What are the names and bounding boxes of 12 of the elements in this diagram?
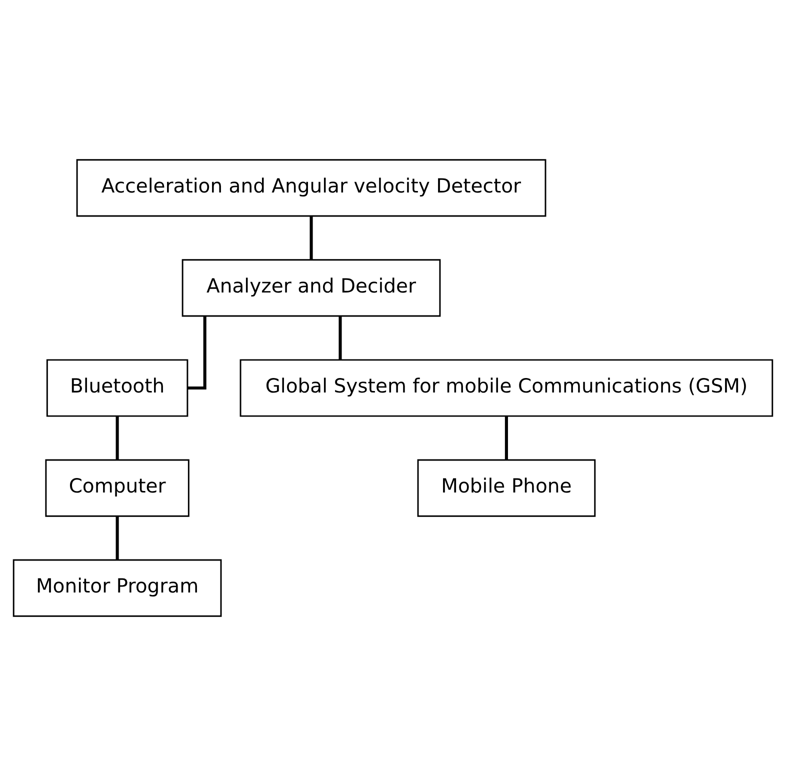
connector: [504, 416, 508, 460]
connector: [116, 416, 119, 460]
node-box: Computer: [45, 458, 190, 516]
node-box: Monitor Program: [12, 558, 222, 616]
node-box: Analyzer and Decider: [182, 258, 441, 316]
connector: [116, 516, 119, 560]
connector: [338, 316, 342, 360]
node-box: Global System for mobile Communications (GSM): [240, 358, 774, 416]
node-box: Mobile Phone: [417, 458, 596, 516]
node-box: Acceleration and Angular velocity Detector: [76, 158, 546, 216]
connector: [310, 216, 313, 260]
node-box: Bluetooth: [46, 358, 188, 416]
